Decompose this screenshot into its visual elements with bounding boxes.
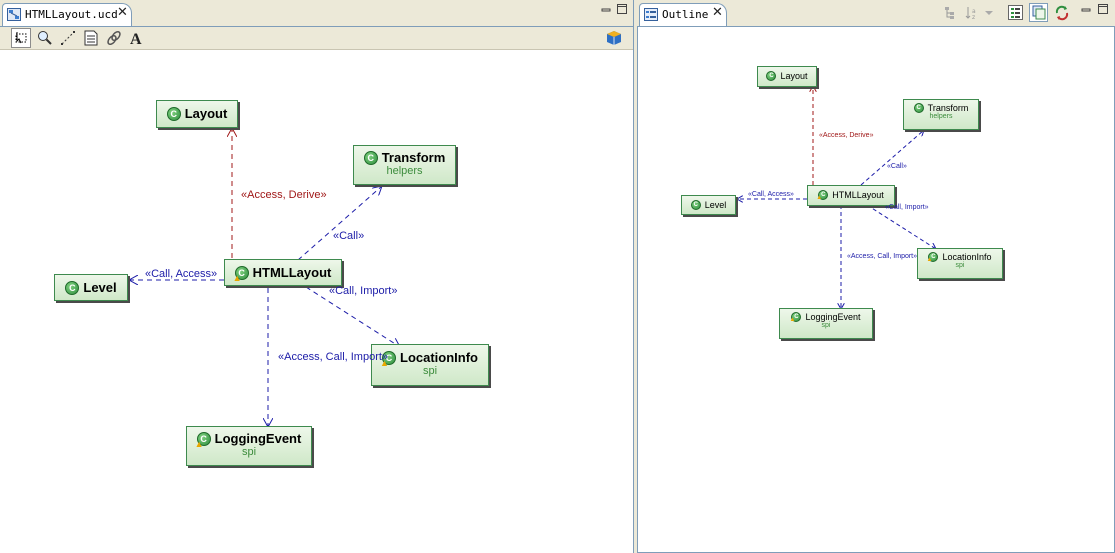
package-name: helpers <box>929 113 953 120</box>
package-name: spi <box>955 262 965 269</box>
class-warning-icon: C▲ <box>926 252 939 263</box>
outline-relation-label-loggingevent: «Access, Call, Import» <box>847 253 918 260</box>
relation-line-locationinfo[interactable] <box>305 286 400 347</box>
class-icon: C <box>166 106 181 121</box>
class-name: Transform <box>381 150 446 165</box>
hierarchy-icon[interactable] <box>944 6 958 20</box>
outline-class-box-htmllayout[interactable]: C▲HTMLLayout <box>807 185 895 206</box>
close-icon[interactable]: ✕ <box>117 5 128 20</box>
editor-tab-title: HTMLLayout.ucd <box>25 8 118 21</box>
class-box-loggingevent[interactable]: C▲LoggingEvent spi <box>186 426 312 466</box>
svg-text:A: A <box>130 31 142 46</box>
class-name: HTMLLayout <box>252 265 332 280</box>
tree-view-icon[interactable] <box>1008 5 1023 20</box>
note-icon[interactable] <box>83 30 99 46</box>
outline-tab-title: Outline <box>662 8 709 21</box>
class-warning-icon: C▲ <box>380 350 396 367</box>
outline-class-box-locationinfo[interactable]: C▲LocationInfo spi <box>917 248 1003 279</box>
outline-relation-lines <box>638 27 1115 553</box>
relation-label-level: «Call, Access» <box>145 268 218 280</box>
class-warning-icon: C▲ <box>789 312 802 323</box>
class-name: Level <box>83 280 117 295</box>
relation-lines <box>0 50 633 553</box>
diagram-toolbar: A <box>0 27 633 50</box>
maximize-icon[interactable] <box>617 4 627 14</box>
class-icon: C <box>363 150 378 165</box>
outline-relation-line-locationinfo[interactable] <box>866 204 936 249</box>
sync-icon[interactable] <box>1054 5 1070 21</box>
class-name: LocationInfo <box>400 350 478 365</box>
zoom-icon[interactable] <box>37 30 53 46</box>
package-name: spi <box>241 446 257 458</box>
class-name: Layout <box>780 71 808 81</box>
outline-icon <box>644 8 658 21</box>
relation-label-transform: «Call» <box>333 230 365 242</box>
close-icon[interactable]: ✕ <box>712 5 723 20</box>
outline-relation-label-layout: «Access, Derive» <box>819 132 874 139</box>
package-name: helpers <box>386 165 423 177</box>
class-name: LoggingEvent <box>805 312 861 322</box>
class-name: LoggingEvent <box>214 431 302 446</box>
class-icon: C <box>65 280 80 295</box>
outline-class-box-loggingevent[interactable]: C▲LoggingEvent spi <box>779 308 873 339</box>
relation-label-layout: «Access, Derive» <box>241 189 327 201</box>
minimize-icon[interactable] <box>601 4 611 14</box>
outline-tab[interactable]: Outline ✕ <box>639 3 727 26</box>
cube-icon[interactable] <box>606 30 622 46</box>
relation-line-transform[interactable] <box>297 186 382 261</box>
class-name: LocationInfo <box>942 252 992 262</box>
class-warning-icon: C▲ <box>816 190 829 201</box>
sort-icon[interactable]: az <box>965 6 981 20</box>
class-name: Transform <box>927 103 969 113</box>
class-box-htmllayout[interactable]: C▲HTMLLayout <box>224 259 342 286</box>
relation-label-locationinfo: «Call, Import» <box>329 285 398 297</box>
class-icon: C <box>913 103 924 113</box>
svg-text:a: a <box>972 8 976 15</box>
class-box-locationinfo[interactable]: C▲ LocationInfo spi <box>371 344 489 386</box>
class-warning-icon: C▲ <box>233 265 249 282</box>
relation-label-loggingevent: «Access, Call, Import» <box>278 351 389 363</box>
editor-tab[interactable]: HTMLLayout.ucd ✕ <box>2 3 132 26</box>
class-warning-icon: C▲ <box>195 431 211 448</box>
class-name: Layout <box>184 106 228 121</box>
text-icon[interactable]: A <box>129 30 145 46</box>
minimize-icon[interactable] <box>1081 4 1091 14</box>
link-icon[interactable] <box>106 30 122 46</box>
diagram-file-icon <box>7 8 21 21</box>
select-icon[interactable] <box>11 28 31 48</box>
package-name: spi <box>422 365 438 377</box>
package-name: spi <box>821 322 831 329</box>
outline-relation-label-locationinfo: «Call, Import» <box>885 204 929 211</box>
svg-text:z: z <box>972 14 975 20</box>
editor-tab-bar: HTMLLayout.ucd ✕ <box>0 0 633 27</box>
dropdown-arrow-icon[interactable] <box>985 10 993 16</box>
outline-relation-label-level: «Call, Access» <box>748 191 794 198</box>
class-icon: C <box>690 200 701 210</box>
class-name: Level <box>704 200 727 210</box>
maximize-icon[interactable] <box>1098 4 1108 14</box>
outline-relation-label-transform: «Call» <box>887 163 907 170</box>
thumbnail-view-icon[interactable] <box>1029 3 1048 22</box>
class-name: HTMLLayout <box>832 190 884 200</box>
class-icon: C <box>766 71 777 81</box>
connector-icon[interactable] <box>60 30 76 46</box>
